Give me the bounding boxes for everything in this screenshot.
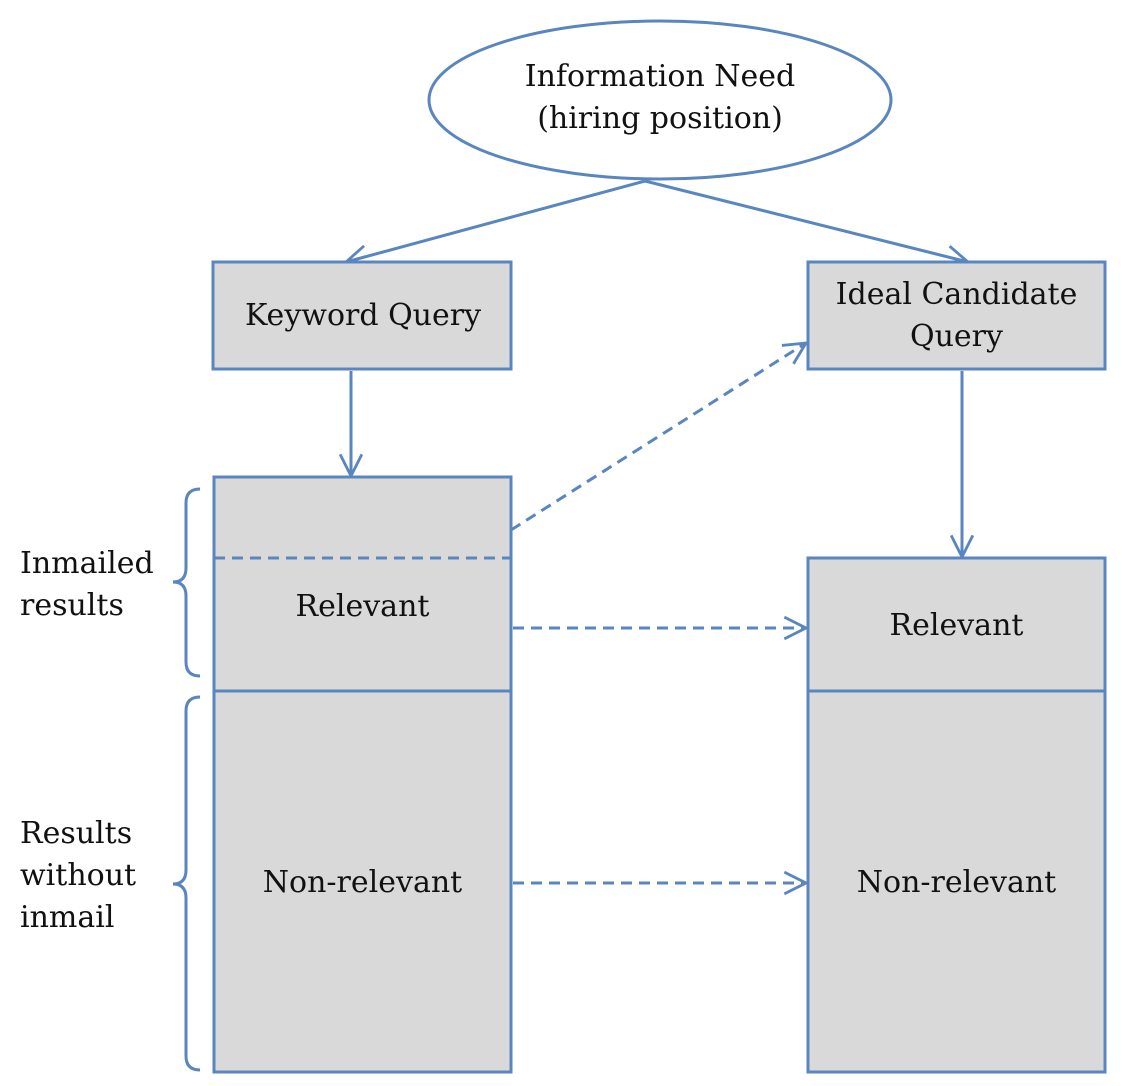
right-non-relevant-label: Non-relevant <box>808 862 1105 904</box>
left-relevant-box <box>212 475 513 693</box>
inmailed-line1: Inmailed <box>20 546 154 581</box>
right-relevant-text: Relevant <box>889 608 1024 643</box>
left-non-relevant-label: Non-relevant <box>214 862 511 904</box>
ideal-candidate-query-label: Ideal Candidate Query <box>808 262 1105 369</box>
inmailed-results-label: Inmailed results <box>20 543 154 627</box>
right-relevant-box <box>806 556 1107 693</box>
ideal-candidate-line2: Query <box>910 318 1003 354</box>
ideal-candidate-query-box <box>806 260 1107 371</box>
dashed-arrow-to-ideal-query <box>510 343 806 532</box>
left-non-relevant-text: Non-relevant <box>262 865 463 900</box>
inmailed-line2: results <box>20 588 124 623</box>
left-relevant-label: Relevant <box>214 586 511 628</box>
information-need-ellipse <box>427 19 893 181</box>
results-without-inmail-label: Results without inmail <box>20 813 136 939</box>
keyword-query-text: Keyword Query <box>244 297 482 333</box>
information-need-line2: (hiring position) <box>537 101 783 136</box>
left-non-relevant-box <box>212 689 513 1074</box>
arrow-need-to-keyword <box>346 179 646 262</box>
keyword-query-box <box>211 260 513 371</box>
without-inmail-line2: without <box>20 858 137 893</box>
left-relevant-text: Relevant <box>295 589 430 624</box>
without-inmail-line3: inmail <box>20 900 115 935</box>
right-relevant-label: Relevant <box>808 605 1105 647</box>
keyword-query-label: Keyword Query <box>213 262 513 369</box>
right-non-relevant-box <box>806 689 1107 1074</box>
information-need-line1: Information Need <box>524 59 796 94</box>
arrow-need-to-ideal <box>644 179 968 262</box>
ideal-candidate-line1: Ideal Candidate <box>835 276 1078 312</box>
without-inmail-bracket <box>172 695 201 1072</box>
inmailed-bracket <box>172 487 201 678</box>
information-need-label: Information Need (hiring position) <box>460 56 860 140</box>
right-non-relevant-text: Non-relevant <box>856 865 1057 900</box>
without-inmail-line1: Results <box>20 816 133 851</box>
